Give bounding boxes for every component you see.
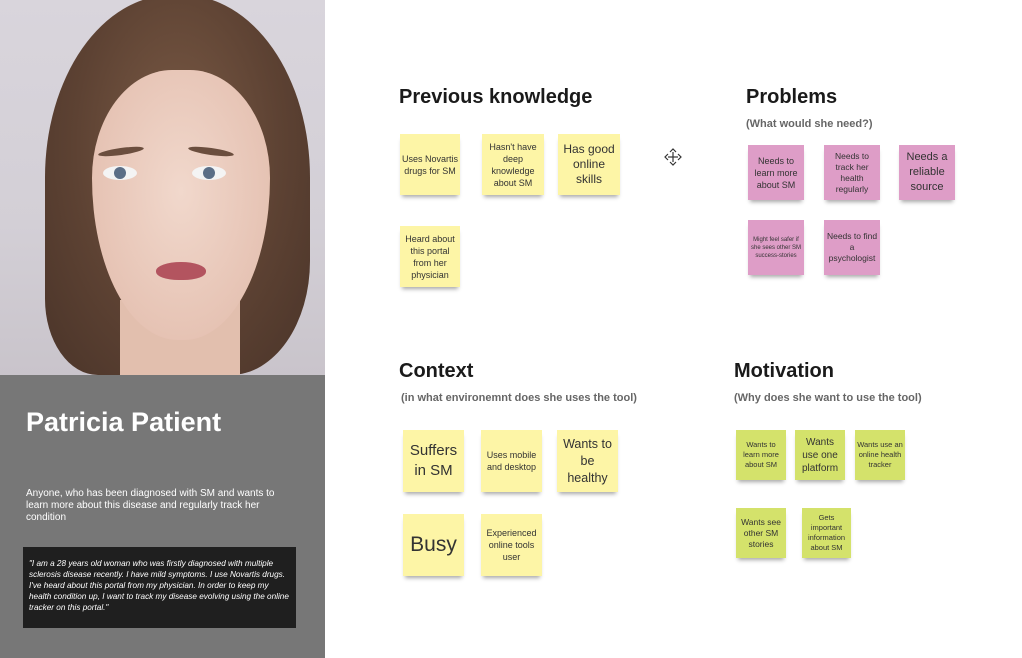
subheading-problems: (What would she need?) xyxy=(746,118,873,130)
subheading-context: (in what environemnt does she uses the t… xyxy=(401,392,637,404)
sticky-note[interactable]: Gets important information about SM xyxy=(802,508,851,558)
sticky-note[interactable]: Experienced online tools user xyxy=(481,514,542,576)
sticky-note[interactable]: Needs to find a psychologist xyxy=(824,220,880,275)
sticky-note[interactable]: Uses Novartis drugs for SM xyxy=(400,134,460,195)
sticky-note[interactable]: Needs a reliable source xyxy=(899,145,955,200)
sticky-note[interactable]: Wants see other SM stories xyxy=(736,508,786,558)
photo-lips xyxy=(156,262,206,280)
photo-eye-left xyxy=(103,166,137,180)
sticky-note[interactable]: Needs to learn more about SM xyxy=(748,145,804,200)
sticky-note[interactable]: Needs to track her health regularly xyxy=(824,145,880,200)
sticky-note[interactable]: Hasn't have deep knowledge about SM xyxy=(482,134,544,195)
heading-motivation: Motivation xyxy=(734,360,834,382)
sticky-note[interactable]: Heard about this portal from her physici… xyxy=(400,226,460,287)
sticky-note[interactable]: Has good online skills xyxy=(558,134,620,195)
sticky-note[interactable]: Busy xyxy=(403,514,464,576)
persona-quote: "I am a 28 years old woman who was first… xyxy=(23,547,296,628)
persona-name: Patricia Patient xyxy=(26,407,222,437)
subheading-motivation: (Why does she want to use the tool) xyxy=(734,392,922,404)
sticky-note[interactable]: Suffers in SM xyxy=(403,430,464,492)
heading-previous-knowledge: Previous knowledge xyxy=(399,86,593,108)
sticky-note[interactable]: Uses mobile and desktop xyxy=(481,430,542,492)
persona-description: Anyone, who has been diagnosed with SM a… xyxy=(26,488,275,523)
move-icon[interactable] xyxy=(663,147,683,167)
sticky-note[interactable]: Wants use an online health tracker xyxy=(855,430,905,480)
sticky-note[interactable]: Might feel safer if she sees other SM su… xyxy=(748,220,804,275)
persona-panel: Patricia Patient Anyone, who has been di… xyxy=(0,0,325,658)
persona-photo xyxy=(0,0,325,375)
sticky-note[interactable]: Wants to be healthy xyxy=(557,430,618,492)
photo-face xyxy=(92,70,270,340)
sticky-note[interactable]: Wants use one platform xyxy=(795,430,845,480)
heading-problems: Problems xyxy=(746,86,838,108)
heading-context: Context xyxy=(399,360,474,382)
photo-eye-right xyxy=(192,166,226,180)
sticky-note[interactable]: Wants to learn more about SM xyxy=(736,430,786,480)
